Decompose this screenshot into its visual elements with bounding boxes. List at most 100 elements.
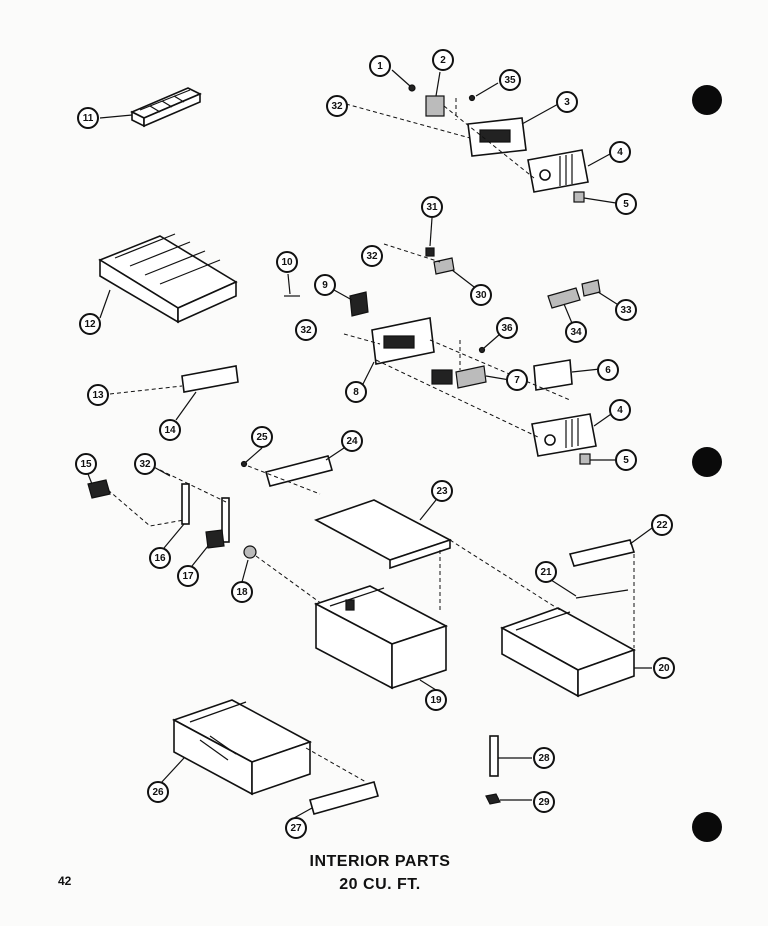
callout-number: 14 <box>164 425 176 436</box>
callout-number: 8 <box>353 387 359 398</box>
leader-22 <box>629 527 653 545</box>
page-number: 42 <box>58 874 72 888</box>
callout-c34: 34 <box>565 321 587 343</box>
callout-number: 18 <box>236 587 248 598</box>
callout-c36: 36 <box>496 317 518 339</box>
dash-18-19 <box>255 555 323 605</box>
callout-circle <box>251 426 273 448</box>
leader-9 <box>333 289 353 301</box>
callout-circle <box>341 430 363 452</box>
callout-c11: 11 <box>77 107 99 129</box>
callout-circle <box>597 359 619 381</box>
callout-circle <box>432 49 454 71</box>
part-support-bracket-left <box>87 479 257 559</box>
callout-circle <box>651 514 673 536</box>
callout-number: 33 <box>620 305 632 316</box>
callout-circle <box>609 141 631 163</box>
callout-circle <box>535 561 557 583</box>
callout-circle <box>499 69 521 91</box>
part-post-28 <box>489 735 499 777</box>
callout-number: 2 <box>440 55 446 66</box>
part-trim-strip-14 <box>181 365 239 393</box>
callout-c7: 7 <box>506 369 528 391</box>
callout-c25: 25 <box>251 426 273 448</box>
callout-c4b: 4 <box>609 399 631 421</box>
dash-top-axis <box>443 105 535 179</box>
callout-c26: 26 <box>147 781 169 803</box>
dash-32d <box>159 469 227 503</box>
callout-number: 1 <box>377 61 383 72</box>
dash-26-27 <box>305 747 367 783</box>
callout-number: 4 <box>617 147 623 158</box>
callout-circle <box>326 95 348 117</box>
callout-circle <box>79 313 101 335</box>
callout-c30: 30 <box>470 284 492 306</box>
callout-c5a: 5 <box>615 193 637 215</box>
callout-circle <box>506 369 528 391</box>
callout-number: 12 <box>84 319 96 330</box>
leader-27 <box>293 807 313 819</box>
callout-number: 24 <box>346 436 358 447</box>
callout-number: 31 <box>426 202 438 213</box>
callout-circle <box>77 107 99 129</box>
callout-circle <box>556 91 578 113</box>
callout-circle <box>496 317 518 339</box>
callout-number: 5 <box>623 199 629 210</box>
callout-circle <box>75 453 97 475</box>
part-ice-tray <box>130 87 202 128</box>
callout-circle <box>231 581 253 603</box>
callout-circle <box>285 817 307 839</box>
leader-15 <box>87 473 93 485</box>
dash-32c <box>343 333 381 345</box>
leader-24 <box>325 447 345 461</box>
callout-c12: 12 <box>79 313 101 335</box>
callout-c31: 31 <box>421 196 443 218</box>
leader-30 <box>451 269 479 291</box>
callout-number: 22 <box>656 520 668 531</box>
callout-circle <box>431 480 453 502</box>
callout-circle <box>361 245 383 267</box>
callout-number: 16 <box>154 553 166 564</box>
callout-circle <box>533 791 555 813</box>
binder-hole-2 <box>692 447 722 477</box>
dash-15 <box>107 489 185 527</box>
callout-circle <box>314 274 336 296</box>
callout-number: 21 <box>540 567 552 578</box>
callout-circle <box>470 284 492 306</box>
leader-26 <box>159 757 185 785</box>
callout-c28: 28 <box>533 747 555 769</box>
callout-c27: 27 <box>285 817 307 839</box>
callout-number: 10 <box>281 257 293 268</box>
callout-number: 7 <box>514 375 520 386</box>
callout-circle <box>87 384 109 406</box>
callout-number: 32 <box>366 251 378 262</box>
callout-number: 20 <box>658 663 670 674</box>
callout-number: 25 <box>256 432 268 443</box>
callout-c1: 1 <box>369 55 391 77</box>
callout-c10: 10 <box>276 251 298 273</box>
part-rod-21 <box>575 589 629 599</box>
diagram-title-line-1: INTERIOR PARTS <box>309 853 451 870</box>
callout-c9: 9 <box>314 274 336 296</box>
callout-circle <box>615 193 637 215</box>
part-crisper-drawer-19 <box>313 585 449 690</box>
leader-2 <box>435 71 441 97</box>
callout-number: 30 <box>475 290 487 301</box>
callout-circle <box>653 657 675 679</box>
callout-c15: 15 <box>75 453 97 475</box>
callout-circle <box>369 55 391 77</box>
part-trim-22 <box>568 539 636 567</box>
leader-4a <box>587 153 611 167</box>
leader-11 <box>99 114 133 119</box>
leader-21 <box>547 577 577 597</box>
callout-c32b: 32 <box>361 245 383 267</box>
leader-18 <box>241 559 249 583</box>
callout-c35: 35 <box>499 69 521 91</box>
callout-number: 34 <box>570 327 582 338</box>
callout-circle <box>147 781 169 803</box>
callout-c16: 16 <box>149 547 171 569</box>
part-control-housing-top <box>408 84 589 203</box>
callout-number: 28 <box>538 753 550 764</box>
callout-number: 3 <box>564 97 570 108</box>
